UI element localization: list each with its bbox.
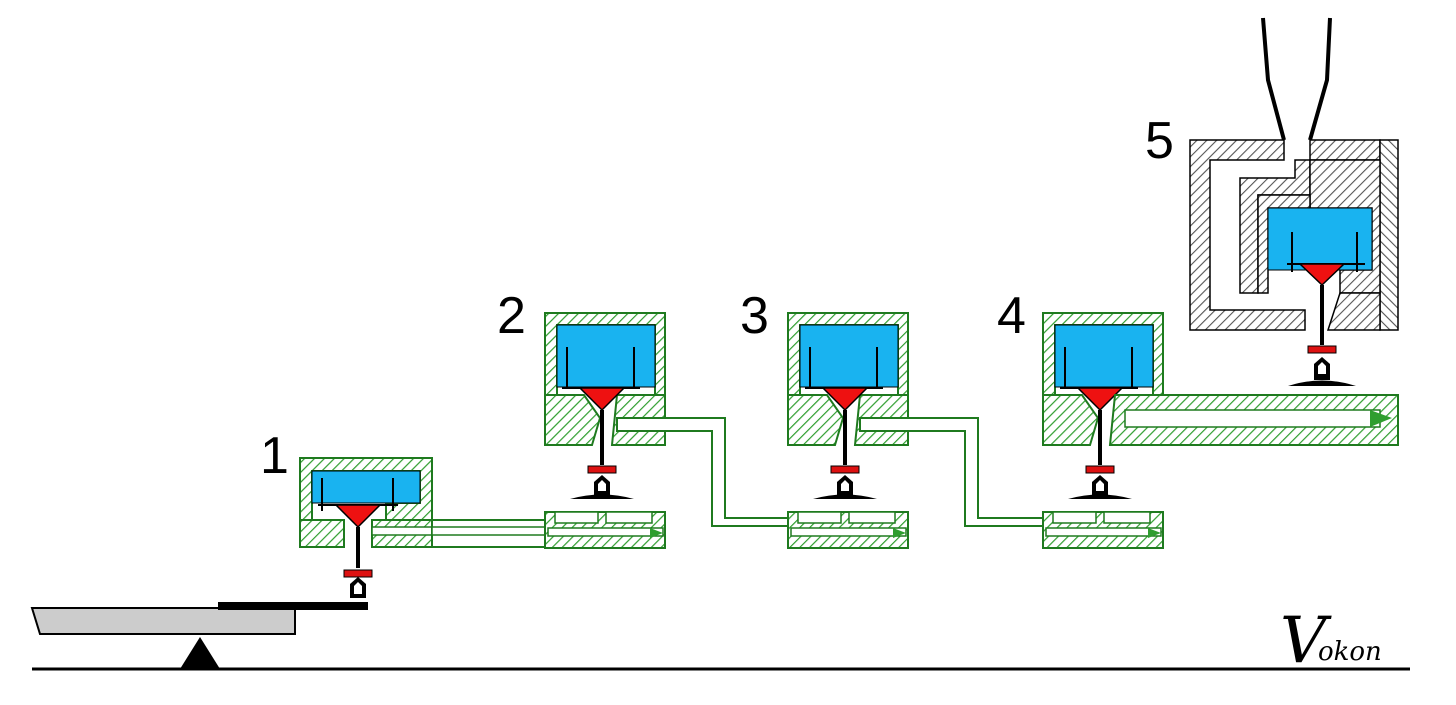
output-stage-5: 5 [1145, 17, 1399, 386]
relay-stage-1: 1 [260, 427, 433, 598]
stage-label-4: 4 [997, 287, 1026, 345]
valve-cone-1 [334, 504, 382, 529]
pipe-4-to-5 [1108, 394, 1399, 446]
chamber-3 [799, 324, 899, 388]
chamber-2 [556, 324, 656, 388]
relay-stage-2: 2 [497, 287, 666, 549]
stage-label-2: 2 [497, 287, 526, 345]
valve-cone-5 [1298, 263, 1346, 287]
balance-lever [30, 602, 368, 669]
valve-cone-3 [821, 387, 869, 412]
chamber-4 [1054, 324, 1154, 388]
stage-label-3: 3 [740, 287, 769, 345]
signature-initial: V [1280, 604, 1332, 678]
pipe-1-to-2 [431, 519, 548, 548]
valve-cone-2 [578, 387, 626, 412]
lever-fulcrum [180, 637, 220, 669]
stage-label-5: 5 [1145, 112, 1174, 170]
artist-signature: V okon [1280, 604, 1382, 678]
valve-cone-4 [1076, 387, 1124, 412]
chamber-1 [311, 470, 421, 504]
relay-stage-3: 3 [740, 287, 909, 549]
stage-label-1: 1 [260, 427, 289, 485]
signature-text: okon [1318, 637, 1382, 667]
relay-stage-4: 4 [997, 287, 1164, 549]
chamber-5 [1267, 207, 1373, 271]
